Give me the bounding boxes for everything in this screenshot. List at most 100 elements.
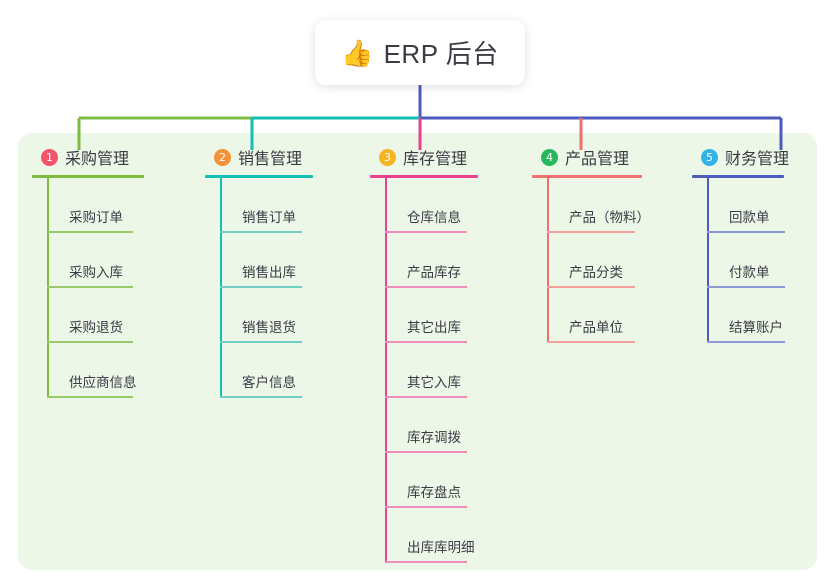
branch-trunk-line xyxy=(547,178,549,343)
branch-leaf-area: 销售订单销售出库销售退货客户信息 xyxy=(220,178,313,398)
leaf-node-rule xyxy=(385,396,467,398)
branch-leaf-area: 回款单付款单结算账户 xyxy=(707,178,789,343)
leaf-node-label: 产品库存 xyxy=(407,265,461,280)
leaf-node-rule xyxy=(707,231,785,233)
branch-title: 库存管理 xyxy=(403,151,468,168)
leaf-node-label: 采购入库 xyxy=(69,265,123,280)
leaf-node[interactable]: 供应商信息 xyxy=(47,343,144,398)
branch-column-3: 3 库存管理仓库信息产品库存其它出库其它入库库存调拨库存盘点出库库明细 xyxy=(370,145,478,563)
leaf-node-label: 客户信息 xyxy=(242,375,296,390)
branch-title: 产品管理 xyxy=(565,151,630,168)
thumbs-up-icon: 👍 xyxy=(341,37,374,68)
branch-trunk-line xyxy=(385,178,387,563)
leaf-node-label: 回款单 xyxy=(729,210,770,225)
leaf-node[interactable]: 库存调拨 xyxy=(385,398,478,453)
branch-number-badge: 5 xyxy=(701,148,718,166)
branch-leaf-area: 采购订单采购入库采购退货供应商信息 xyxy=(47,178,144,398)
leaf-node-rule xyxy=(547,341,635,343)
leaf-node-rule xyxy=(707,341,785,343)
branch-column-5: 5 财务管理回款单付款单结算账户 xyxy=(692,145,789,343)
root-node[interactable]: 👍 ERP 后台 xyxy=(315,20,525,85)
leaf-node-label: 其它出库 xyxy=(407,320,461,335)
leaf-node-label: 仓库信息 xyxy=(407,210,461,225)
leaf-node-rule xyxy=(220,341,302,343)
branch-number-badge: 4 xyxy=(541,148,558,166)
leaf-node[interactable]: 采购退货 xyxy=(47,288,144,343)
leaf-node-rule xyxy=(47,231,133,233)
branch-header-5[interactable]: 5 财务管理 xyxy=(692,145,789,169)
branch-number-badge: 1 xyxy=(41,148,58,166)
leaf-node[interactable]: 出库库明细 xyxy=(385,508,478,563)
leaf-node-rule xyxy=(385,231,467,233)
leaf-node[interactable]: 产品单位 xyxy=(547,288,642,343)
leaf-node-rule xyxy=(385,341,467,343)
leaf-node[interactable]: 其它入库 xyxy=(385,343,478,398)
leaf-node[interactable]: 库存盘点 xyxy=(385,453,478,508)
leaf-node-rule xyxy=(47,396,133,398)
leaf-node-label: 其它入库 xyxy=(407,375,461,390)
branch-column-4: 4 产品管理产品（物料） 产品分类产品单位 xyxy=(532,145,650,343)
branch-column-2: 2 销售管理销售订单销售出库销售退货客户信息 xyxy=(205,145,313,398)
leaf-node[interactable]: 仓库信息 xyxy=(385,178,478,233)
leaf-node-rule xyxy=(385,451,467,453)
leaf-node-label: 采购退货 xyxy=(69,320,123,335)
leaf-node[interactable]: 产品库存 xyxy=(385,233,478,288)
leaf-node[interactable]: 采购入库 xyxy=(47,233,144,288)
branch-leaf-area: 仓库信息产品库存其它出库其它入库库存调拨库存盘点出库库明细 xyxy=(385,178,478,563)
branch-title: 财务管理 xyxy=(725,151,790,168)
leaf-node-label: 付款单 xyxy=(729,265,770,280)
leaf-node[interactable]: 采购订单 xyxy=(47,178,144,233)
leaf-node-label: 销售订单 xyxy=(242,210,296,225)
branch-title: 销售管理 xyxy=(238,151,303,168)
leaf-node[interactable]: 产品（物料） xyxy=(547,178,650,233)
leaf-node[interactable]: 产品分类 xyxy=(547,233,642,288)
leaf-node-label: 采购订单 xyxy=(69,210,123,225)
branch-header-rule xyxy=(532,175,642,178)
root-node-label: ERP 后台 xyxy=(383,39,499,69)
leaf-node-label: 产品单位 xyxy=(569,320,623,335)
leaf-node-rule xyxy=(547,231,635,233)
leaf-node-label: 供应商信息 xyxy=(69,375,137,390)
branch-header-3[interactable]: 3 库存管理 xyxy=(370,145,478,169)
leaf-node-rule xyxy=(385,286,467,288)
branch-trunk-line xyxy=(47,178,49,398)
leaf-node-rule xyxy=(385,506,467,508)
branch-column-1: 1 采购管理采购订单采购入库采购退货供应商信息 xyxy=(32,145,144,398)
leaf-node[interactable]: 回款单 xyxy=(707,178,789,233)
branch-header-rule xyxy=(32,175,144,178)
leaf-node-label: 结算账户 xyxy=(729,320,783,335)
leaf-node[interactable]: 客户信息 xyxy=(220,343,313,398)
leaf-node-rule xyxy=(547,286,635,288)
branch-leaf-area: 产品（物料） 产品分类产品单位 xyxy=(547,178,650,343)
branch-header-4[interactable]: 4 产品管理 xyxy=(532,145,642,169)
leaf-node-rule xyxy=(220,231,302,233)
leaf-node[interactable]: 其它出库 xyxy=(385,288,478,343)
leaf-node[interactable]: 销售订单 xyxy=(220,178,313,233)
branch-number-badge: 3 xyxy=(379,148,396,166)
leaf-node-rule xyxy=(707,286,785,288)
branch-header-rule xyxy=(370,175,478,178)
leaf-node[interactable]: 结算账户 xyxy=(707,288,789,343)
branch-title: 采购管理 xyxy=(65,151,130,168)
branch-number-badge: 2 xyxy=(214,148,231,166)
leaf-node[interactable]: 付款单 xyxy=(707,233,789,288)
leaf-node-label: 销售出库 xyxy=(242,265,296,280)
leaf-node-rule xyxy=(47,341,133,343)
branch-trunk-line xyxy=(220,178,222,398)
leaf-node-label: 销售退货 xyxy=(242,320,296,335)
leaf-node-label: 出库库明细 xyxy=(407,540,475,555)
leaf-node[interactable]: 销售出库 xyxy=(220,233,313,288)
branch-header-rule xyxy=(205,175,313,178)
leaf-node-label: 库存盘点 xyxy=(407,485,461,500)
leaf-node[interactable]: 销售退货 xyxy=(220,288,313,343)
branch-header-rule xyxy=(692,175,784,178)
branch-header-2[interactable]: 2 销售管理 xyxy=(205,145,313,169)
leaf-node-label: 产品分类 xyxy=(569,265,623,280)
leaf-node-rule xyxy=(47,286,133,288)
leaf-node-rule xyxy=(385,561,467,563)
leaf-node-label: 产品（物料） xyxy=(569,210,650,225)
branch-header-1[interactable]: 1 采购管理 xyxy=(32,145,144,169)
leaf-node-rule xyxy=(220,286,302,288)
leaf-node-label: 库存调拨 xyxy=(407,430,461,445)
